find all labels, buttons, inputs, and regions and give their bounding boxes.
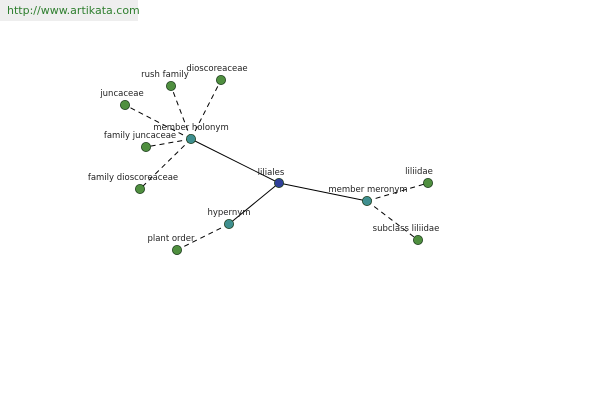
node-label-member-holonym: member holonym [153, 123, 228, 133]
node-family-juncaceae[interactable]: family juncaceae [104, 131, 176, 152]
edge-liliales-to-hypernym [228, 182, 280, 225]
node-circle-subclass-liliidae[interactable] [412, 234, 423, 245]
node-circle-member-holonym[interactable] [185, 133, 196, 144]
node-plant-order[interactable]: plant order [147, 234, 195, 255]
node-label-rush-family: rush family [141, 70, 189, 80]
node-liliales[interactable]: liliales [258, 168, 285, 188]
edge-hypernym-to-plant-order [176, 223, 230, 251]
nodes-layer: liliales member holonym member meronym hype… [88, 64, 439, 255]
node-liliidae[interactable]: liliidae [405, 167, 433, 188]
node-hypernym[interactable]: hypernym [207, 208, 251, 229]
edges-layer [124, 79, 429, 251]
edge-liliales-to-member-holonym [190, 138, 280, 184]
edge-member-holonym-to-rush-family [170, 85, 192, 140]
node-dioscoreaceae[interactable]: dioscoreaceae [186, 64, 248, 86]
url-banner: http://www.artikata.com [0, 0, 140, 21]
node-circle-family-juncaceae[interactable] [140, 141, 151, 152]
node-juncaceae[interactable]: juncaceae [99, 89, 144, 111]
edge-liliales-to-member-meronym [278, 182, 368, 202]
node-circle-liliales[interactable] [273, 177, 284, 188]
node-label-subclass-liliidae: subclass liliidae [373, 224, 440, 234]
node-circle-liliidae[interactable] [422, 177, 433, 188]
node-circle-plant-order[interactable] [171, 244, 182, 255]
node-label-family-dioscoreaceae: family dioscoreaceae [88, 173, 178, 183]
node-rush-family[interactable]: rush family [141, 70, 189, 92]
node-member-holonym[interactable]: member holonym [153, 123, 229, 144]
edge-member-holonym-to-dioscoreaceae [190, 79, 222, 140]
node-circle-hypernym[interactable] [223, 218, 234, 229]
edge-member-holonym-to-family-juncaceae [145, 138, 192, 148]
node-subclass-liliidae[interactable]: subclass liliidae [373, 224, 440, 245]
node-label-liliidae: liliidae [405, 167, 433, 177]
node-circle-member-meronym[interactable] [361, 195, 372, 206]
node-label-plant-order: plant order [147, 234, 195, 244]
edge-member-meronym-to-subclass-liliidae [366, 200, 419, 241]
node-circle-family-dioscoreaceae[interactable] [134, 183, 145, 194]
edge-member-holonym-to-juncaceae [124, 104, 192, 140]
site-url-link[interactable]: http://www.artikata.com [7, 4, 140, 17]
node-label-family-juncaceae: family juncaceae [104, 131, 176, 141]
node-circle-dioscoreaceae[interactable] [215, 75, 226, 86]
node-circle-juncaceae[interactable] [120, 100, 131, 111]
edge-member-meronym-to-liliidae [366, 182, 429, 202]
node-label-hypernym: hypernym [207, 208, 250, 218]
node-label-liliales: liliales [258, 168, 285, 178]
edge-member-holonym-to-family-dioscoreaceae [139, 138, 192, 190]
node-member-meronym[interactable]: member meronym [328, 185, 408, 206]
node-label-member-meronym: member meronym [328, 185, 407, 195]
node-circle-rush-family[interactable] [165, 81, 176, 92]
node-label-juncaceae: juncaceae [99, 89, 143, 99]
node-family-dioscoreaceae[interactable]: family dioscoreaceae [88, 173, 178, 194]
node-label-dioscoreaceae: dioscoreaceae [186, 64, 247, 74]
